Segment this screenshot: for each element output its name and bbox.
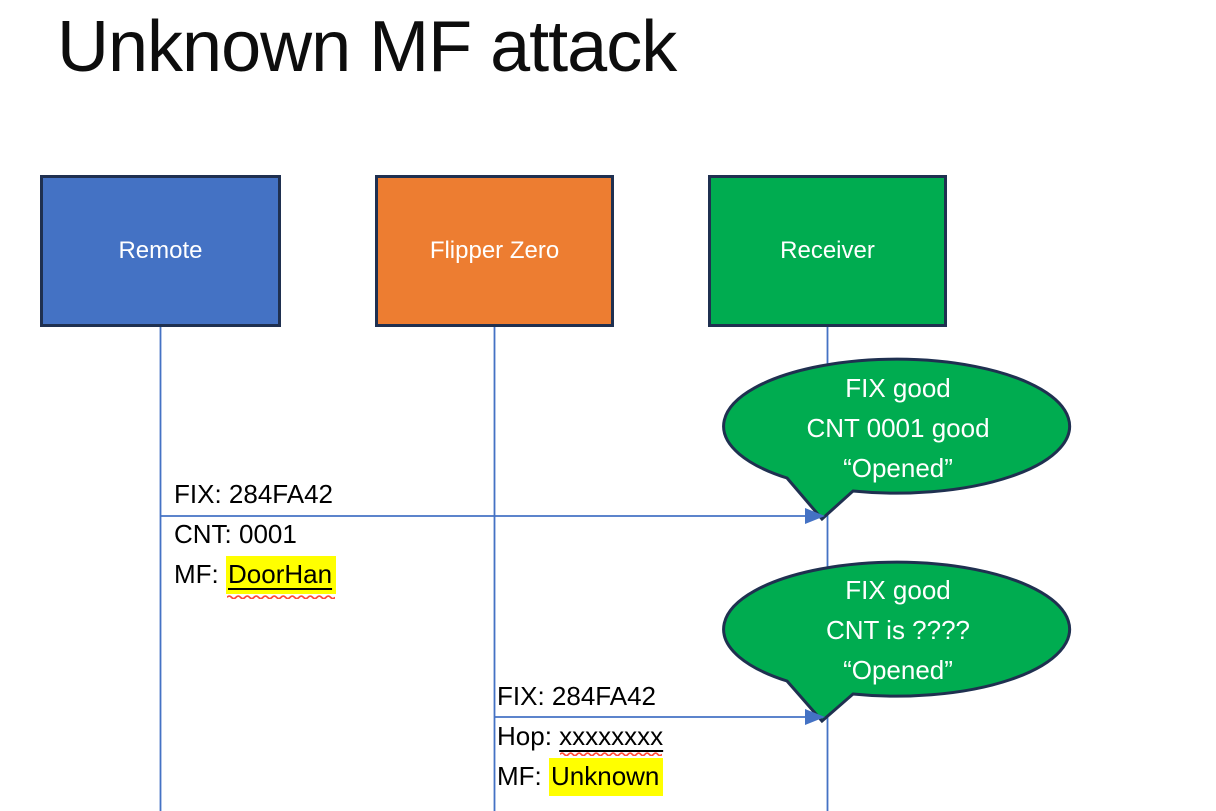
- actor-box-remote: Remote: [40, 175, 281, 327]
- actor-label-remote: Remote: [118, 237, 203, 264]
- actor-label-receiver: Receiver: [780, 237, 875, 264]
- message-2-hop-prefix: Hop:: [497, 721, 560, 751]
- spellcheck-squiggle-icon: [227, 595, 336, 599]
- message-arrow-1: [160, 508, 825, 524]
- message-1-mf: MF: DoorHan: [174, 554, 337, 599]
- highlighted-word: DoorHan: [226, 556, 337, 599]
- callout-2-line-1: FIX good: [845, 575, 951, 605]
- actor-box-receiver: Receiver: [708, 175, 947, 327]
- callout-bubble-1: [722, 357, 1072, 522]
- callout-1-line-3: “Opened”: [843, 453, 953, 483]
- highlighted-word: Unknown: [549, 758, 664, 796]
- message-1-mf-value: DoorHan: [228, 559, 333, 589]
- actor-label-flipper-zero: Flipper Zero: [429, 237, 560, 264]
- message-2-mf-value: Unknown: [551, 761, 660, 791]
- message-2-fix: FIX: 284FA42: [497, 681, 656, 711]
- message-1-labels: FIX: 284FA42 CNT: 0001 MF: DoorHan: [174, 474, 337, 599]
- actor-box-flipper-zero: Flipper Zero: [375, 175, 614, 327]
- callout-1-line-1: FIX good: [845, 373, 951, 403]
- callout-bubble-2: [722, 560, 1072, 724]
- message-arrow-2: [494, 709, 825, 725]
- message-2-hop-value: xxxxxxxx: [559, 721, 664, 751]
- message-1-fix: FIX: 284FA42: [174, 479, 333, 509]
- message-1-cnt: CNT: 0001: [174, 519, 297, 549]
- message-1-mf-prefix: MF:: [174, 559, 226, 589]
- callout-2-line-2: CNT is ????: [825, 615, 971, 645]
- callout-1-line-2: CNT 0001 good: [806, 413, 990, 443]
- callout-text-1: FIX good CNT 0001 good “Opened”: [723, 368, 1073, 488]
- spellcheck-squiggle-icon: [560, 752, 663, 756]
- callout-2-line-3: “Opened”: [843, 655, 953, 685]
- arrowhead-icon: [805, 508, 825, 524]
- squiggled-word: xxxxxxxx: [559, 721, 664, 756]
- callout-text-2: FIX good CNT is ???? “Opened”: [723, 570, 1073, 690]
- message-2-mf-prefix: MF:: [497, 761, 549, 791]
- message-2-mf: MF: Unknown: [497, 756, 664, 796]
- message-2-hop: Hop: xxxxxxxx: [497, 716, 663, 756]
- page-title: Unknown MF attack: [57, 7, 677, 87]
- message-2-labels: FIX: 284FA42 Hop: xxxxxxxx MF: Unknown: [497, 676, 664, 796]
- arrowhead-icon: [805, 709, 825, 725]
